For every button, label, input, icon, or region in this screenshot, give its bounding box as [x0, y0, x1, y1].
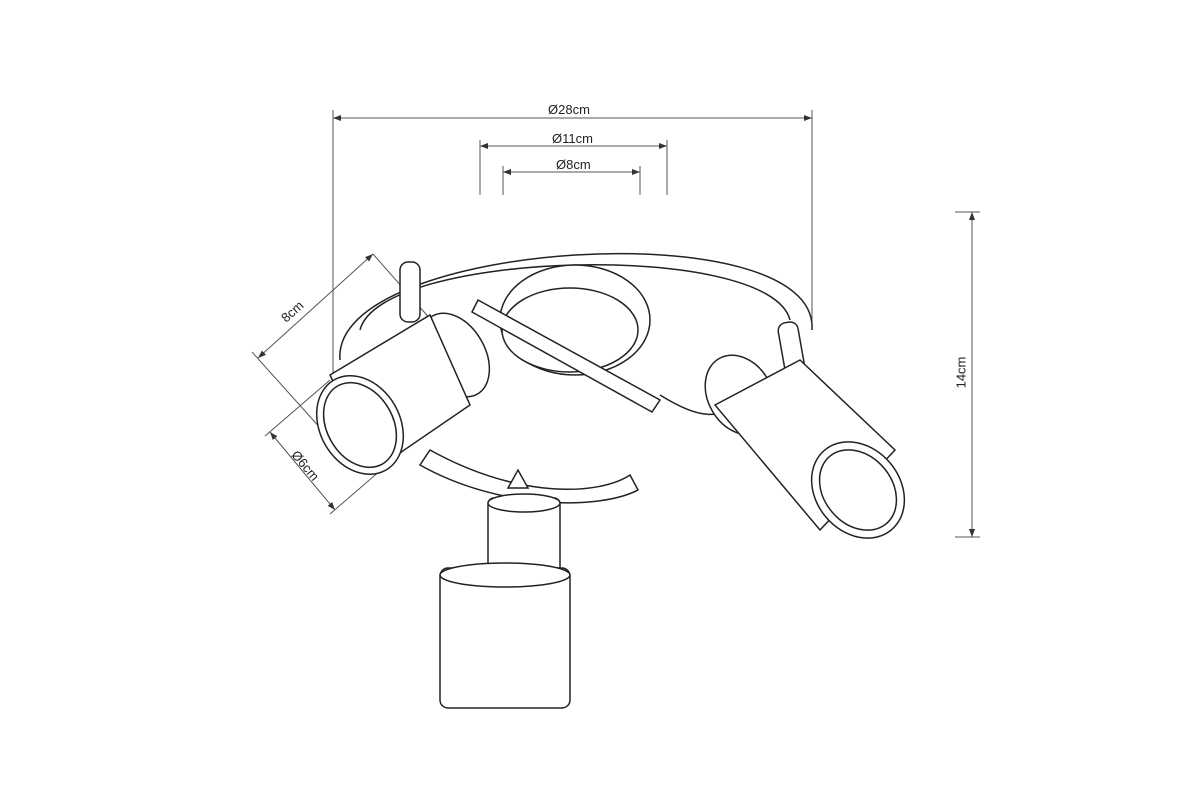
canopy-inner — [501, 287, 639, 373]
right-spot — [704, 354, 906, 539]
ext-line — [264, 379, 331, 437]
left-swivel — [399, 261, 421, 323]
left-spot — [315, 312, 491, 476]
bottom-spot — [439, 468, 571, 709]
outer-ring — [339, 252, 813, 361]
dim-6cm — [269, 431, 336, 511]
dim-8cm-spot — [257, 253, 374, 359]
cross-bar — [471, 298, 662, 413]
outer-diameter-label: Ø28cm — [548, 102, 590, 117]
height-label: 14cm — [953, 356, 969, 389]
canopy-outer-diameter-label: Ø11cm — [552, 131, 593, 146]
canopy-inner-diameter-label: Ø8cm — [556, 157, 591, 172]
lamp-body — [315, 252, 906, 709]
